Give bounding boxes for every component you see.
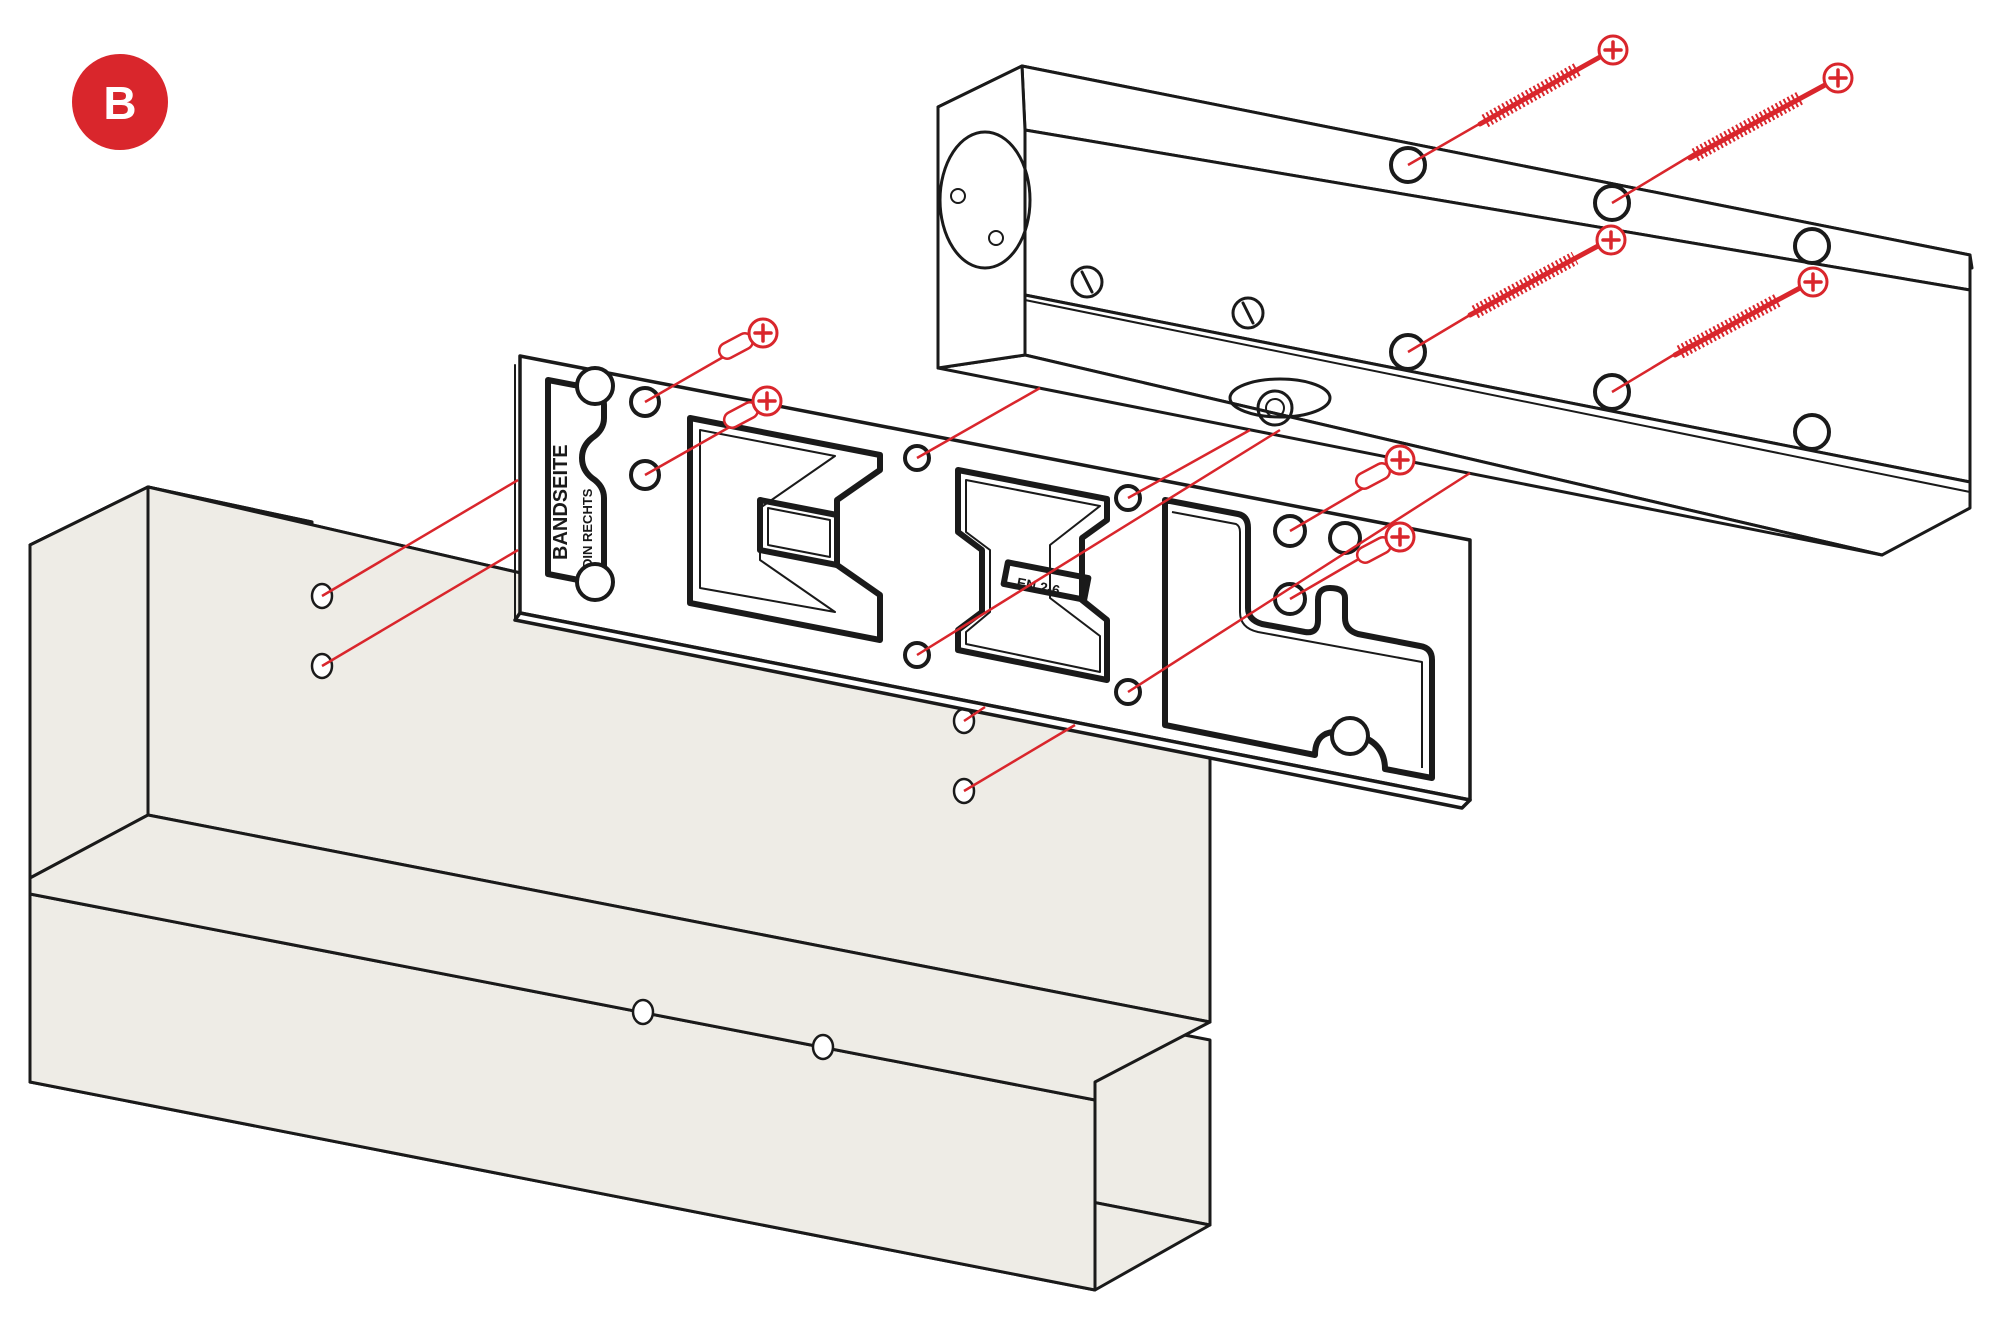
short-screw [722,385,783,429]
frame-upper-bottom [28,813,1212,1102]
door-frame [28,485,1212,1292]
adjustment-screw [1070,265,1104,299]
plate-hole [575,366,615,406]
frame-upper-end [28,485,150,880]
step-badge-label: B [103,77,136,129]
closer-mounting-hole [1793,227,1831,265]
long-screw [1477,34,1629,128]
adjustment-screw [1231,296,1265,330]
frame-drill-hole [631,998,655,1026]
plate-pocket [687,415,883,643]
plate-hole [1330,716,1370,756]
plate-pocket [1162,497,1435,781]
frame-drill-hole [811,1033,835,1061]
plate-hole [575,562,615,602]
valve-screw [950,188,966,204]
plate-din-label: DIN RECHTS [580,488,595,568]
long-screw [1672,266,1829,359]
long-screw [1687,62,1854,162]
short-screw [717,317,779,360]
plate-hinge-side-label: BANDSEITE [550,444,572,560]
closer-mounting-hole [1793,413,1831,451]
closer-end-valve [938,130,1032,270]
short-screw [1355,521,1416,564]
mounting-plate: BANDSEITE DIN RECHTS EN 2-6 [513,354,1472,810]
plate-hole [1328,521,1362,555]
short-screw [1354,444,1416,490]
long-screw [1467,224,1627,319]
step-badge: B [72,54,168,150]
valve-screw [988,230,1004,246]
closer-end-cap [936,64,1027,370]
closer-spindle [1228,377,1332,427]
